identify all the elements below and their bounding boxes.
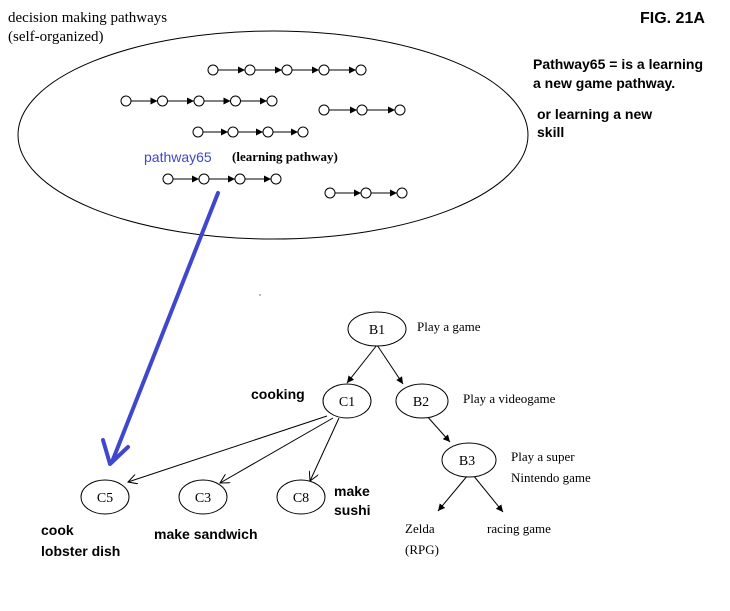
edge-b1-c1 bbox=[346, 344, 378, 384]
chain-node bbox=[266, 95, 278, 107]
diagram-title-line1: decision making pathways bbox=[8, 10, 167, 26]
node-c5 bbox=[80, 479, 130, 515]
label-super-nintendo-line2: Nintendo game bbox=[511, 470, 591, 485]
node-c3 bbox=[178, 479, 228, 515]
chain-node bbox=[297, 126, 309, 138]
pathway65-link-arrow bbox=[110, 191, 220, 464]
node-c3-label: C3 bbox=[195, 491, 211, 506]
label-cook-line1: cook bbox=[41, 522, 74, 538]
diagram-title-line2: (self-organized) bbox=[8, 29, 104, 45]
label-make-sandwich: make sandwich bbox=[154, 526, 258, 542]
edge-b2-b3 bbox=[425, 414, 451, 443]
edge-b3-racing bbox=[472, 474, 504, 513]
chain-node bbox=[356, 104, 368, 116]
chain-node bbox=[192, 126, 204, 138]
chain-node bbox=[360, 187, 372, 199]
pathway-chains bbox=[120, 64, 408, 199]
chain-node bbox=[234, 173, 246, 185]
chain-node bbox=[162, 173, 174, 185]
chain-node bbox=[281, 64, 293, 76]
chain-node bbox=[262, 126, 274, 138]
stray-dot bbox=[259, 294, 261, 296]
edge-c1-c5 bbox=[128, 415, 328, 482]
chain-node bbox=[318, 64, 330, 76]
edge-c1-c8 bbox=[310, 417, 340, 481]
node-b1 bbox=[347, 311, 407, 347]
node-b3-label: B3 bbox=[459, 454, 475, 469]
node-b2 bbox=[395, 383, 449, 419]
note-line3: or learning a new bbox=[537, 106, 652, 122]
label-cooking: cooking bbox=[251, 386, 305, 402]
note-line2: a new game pathway. bbox=[533, 75, 675, 91]
label-rpg: (RPG) bbox=[405, 542, 439, 557]
chain-node bbox=[198, 173, 210, 185]
chain-node bbox=[157, 95, 168, 107]
chain-node bbox=[207, 64, 219, 76]
edge-b1-b2 bbox=[376, 344, 404, 385]
note-line4: skill bbox=[537, 124, 564, 140]
label-zelda: Zelda bbox=[405, 521, 435, 536]
label-cook-line2: lobster dish bbox=[41, 543, 120, 559]
node-b2-label: B2 bbox=[413, 395, 429, 410]
node-b1-label: B1 bbox=[369, 323, 385, 338]
chain-node bbox=[193, 95, 205, 107]
edge-b3-zelda bbox=[437, 474, 469, 512]
label-play-game: Play a game bbox=[417, 319, 481, 334]
pathway65-label: pathway65 bbox=[144, 149, 212, 165]
chain-node bbox=[394, 104, 406, 116]
label-make-sushi-line2: sushi bbox=[334, 502, 371, 518]
node-b3 bbox=[441, 442, 497, 478]
node-c5-label: C5 bbox=[97, 491, 113, 506]
pathway65-arrowhead bbox=[101, 438, 130, 466]
chain-node bbox=[318, 104, 330, 116]
figure-label: FIG. 21A bbox=[640, 10, 705, 27]
chain-node bbox=[396, 187, 408, 199]
chain-node bbox=[120, 95, 132, 107]
label-make-sushi-line1: make bbox=[334, 483, 370, 499]
pathway65-description: (learning pathway) bbox=[232, 149, 338, 164]
chain-node bbox=[270, 173, 282, 185]
label-racing-game: racing game bbox=[487, 521, 551, 536]
edge-c1-c3 bbox=[220, 417, 334, 483]
node-c8-label: C8 bbox=[293, 491, 309, 506]
chain-node bbox=[324, 187, 336, 199]
chain-node bbox=[230, 95, 241, 107]
label-play-videogame: Play a videogame bbox=[463, 391, 556, 406]
chain-node bbox=[227, 126, 239, 138]
chain-node bbox=[244, 64, 256, 76]
node-c8 bbox=[276, 479, 326, 515]
chain-node bbox=[355, 64, 367, 76]
node-c1 bbox=[322, 383, 372, 419]
node-c1-label: C1 bbox=[339, 395, 355, 410]
note-line1: Pathway65 = is a learning bbox=[533, 56, 703, 72]
label-super-nintendo-line1: Play a super bbox=[511, 449, 575, 464]
pathways-oval bbox=[17, 30, 529, 240]
